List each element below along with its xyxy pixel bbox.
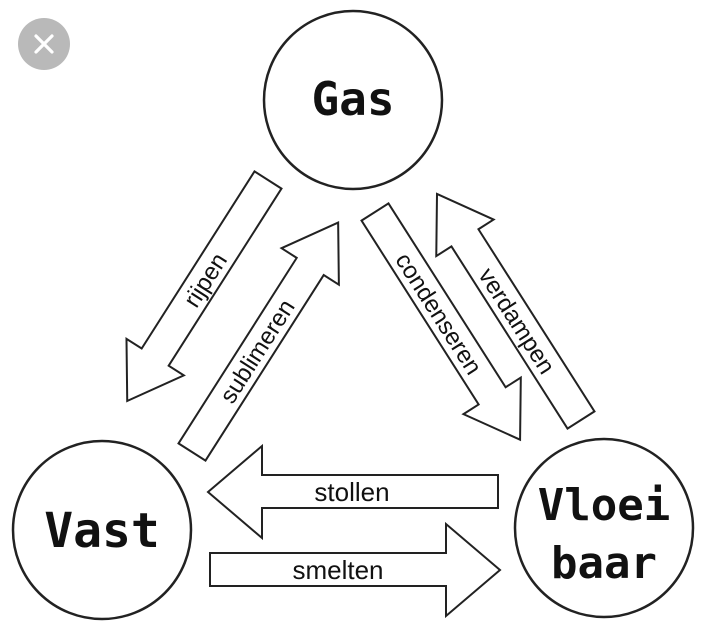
arrow-verdampen-shape [435,192,596,430]
close-button[interactable] [18,18,70,70]
arrow-stollen-shape [206,443,499,541]
state-vast: Vast [11,439,193,621]
arrow-sublimeren-label: sublimeren [215,295,301,409]
state-vloeibaar-label-line1: Vloei [538,480,670,531]
state-vast-circle [11,439,193,621]
arrow-rijpen: rijpen [125,170,283,403]
state-vast-label: Vast [44,503,160,559]
arrow-smelten-shape [209,521,502,619]
state-gas-circle [262,9,444,191]
arrow-sublimeren-shape [177,221,340,462]
arrow-smelten: smelten [209,521,502,619]
arrow-smelten-label: smelten [292,555,383,585]
arrow-rijpen-shape [125,170,283,403]
arrow-sublimeren: sublimeren [177,221,340,462]
state-gas-label: Gas [311,72,394,126]
close-icon [34,34,54,54]
state-gas: Gas [262,9,444,191]
state-vloeibaar-label-line2: baar [551,538,657,589]
arrow-stollen-label: stollen [314,477,389,507]
state-vloeibaar-circle [513,437,695,619]
arrow-condenseren-shape [360,202,522,442]
state-vloeibaar: Vloei baar [513,437,695,619]
arrow-stollen: stollen [206,443,499,541]
